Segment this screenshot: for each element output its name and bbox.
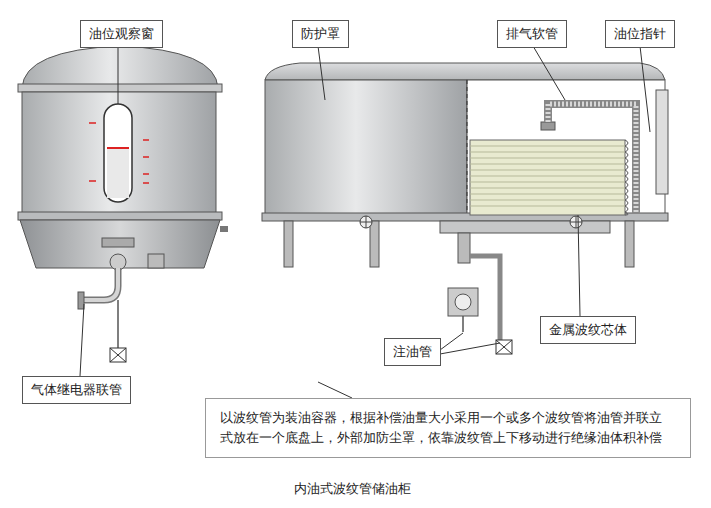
callout-text: 排气软管	[506, 25, 558, 43]
callout-text: 防护罩	[301, 25, 340, 43]
callout-box: 气体继电器联管	[22, 376, 131, 404]
callout-box: 金属波纹芯体	[540, 316, 636, 344]
callout-text: 油位指针	[614, 25, 666, 43]
note-box: 以波纹管为装油容器，根据补偿油量大小采用一个或多个波纹管将油管并联立 式放在一个…	[205, 398, 691, 458]
callout-box: 防护罩	[292, 20, 349, 48]
callout-text: 以波纹管为装油容器，根据补偿油量大小采用一个或多个波纹管将油管并联立 式放在一个…	[220, 408, 676, 448]
callout-text: 注油管	[393, 343, 432, 361]
callout-box: 注油管	[384, 338, 441, 366]
callout-text: 气体继电器联管	[31, 381, 122, 399]
callout-text: 油位观察窗	[89, 25, 154, 43]
caption: 内油式波纹管储油柜	[294, 480, 411, 498]
callout-text: 金属波纹芯体	[549, 321, 627, 339]
callout-box: 油位指针	[605, 20, 675, 48]
callout-box: 油位观察窗	[80, 20, 163, 48]
callout-box: 排气软管	[497, 20, 567, 48]
